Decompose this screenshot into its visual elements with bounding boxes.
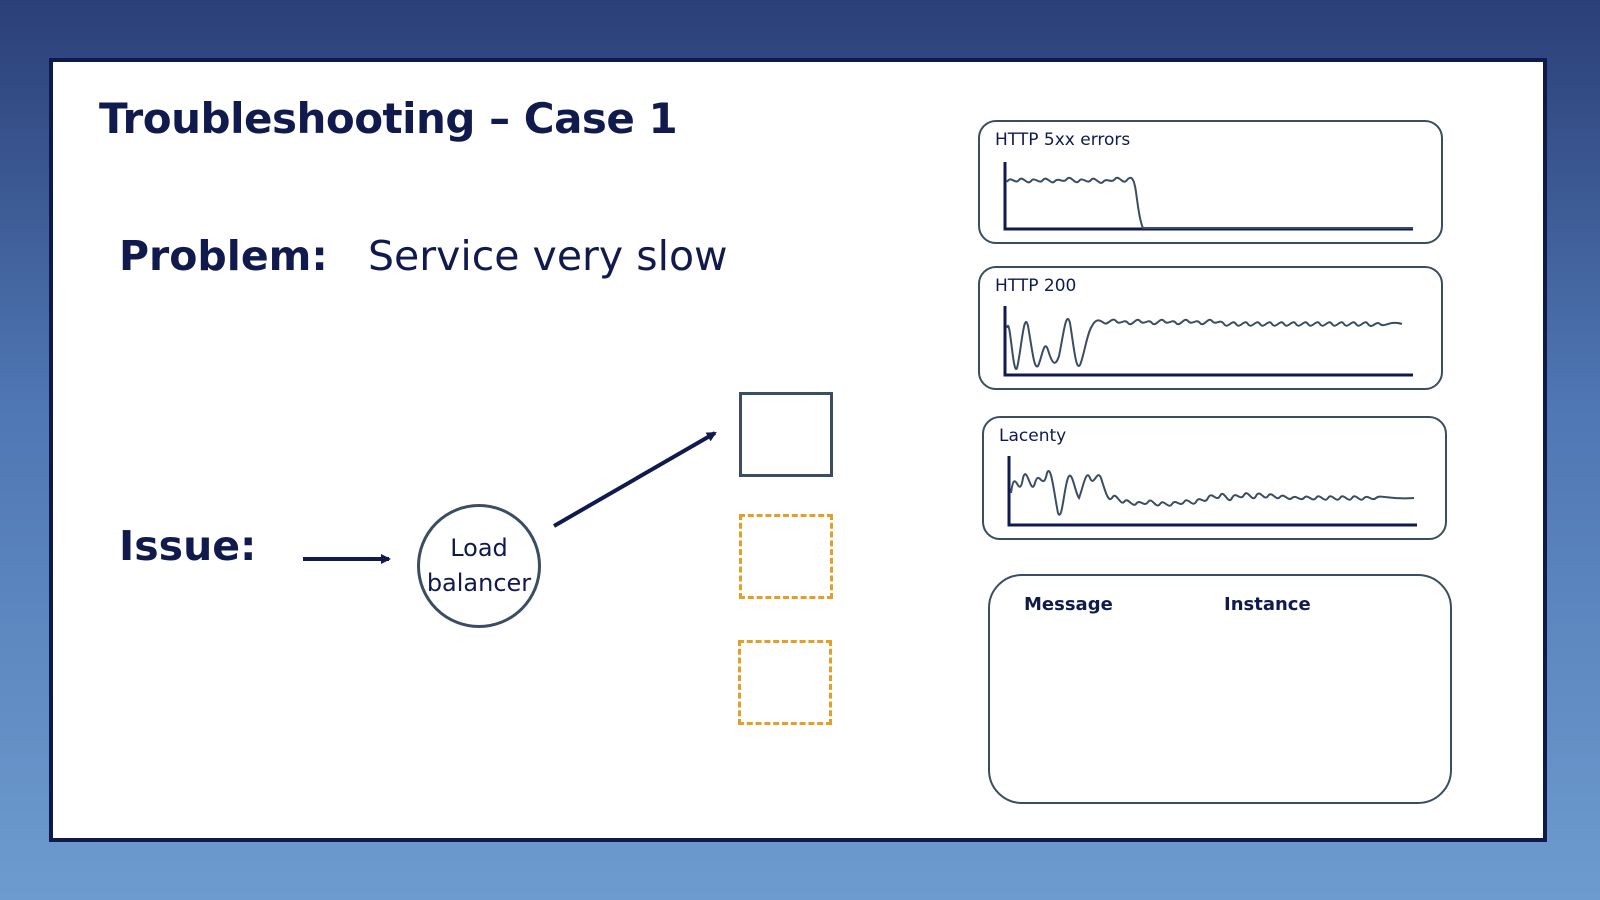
slide: Troubleshooting – Case 1 Problem: Servic… [49,58,1547,842]
instance-unavailable-2 [738,640,832,725]
latency-sparkline [1007,456,1417,527]
issue-label: Issue: [119,522,257,570]
log-column-instance: Instance [1224,594,1311,615]
problem-text: Service very slow [368,232,728,280]
diagram-arrows [303,431,717,564]
http-5xx-errors-sparkline [1003,162,1413,231]
load-balancer: Load balancer [417,504,541,628]
http-5xx-errors-title: HTTP 5xx errors [995,130,1131,150]
ok-axes [1003,306,1413,377]
slide-title: Troubleshooting – Case 1 [99,94,678,143]
latency-panel: Lacenty [982,416,1447,540]
latency-axes [1007,456,1417,527]
http-200-panel: HTTP 200 [978,266,1443,390]
log-panel: Message Instance [988,574,1452,804]
ok-trace [1006,318,1403,370]
load-balancer-label-line2: balancer [426,569,532,597]
errors-trace [1006,176,1413,229]
problem-label: Problem: [119,232,328,280]
balancer-to-instance-arrow [552,431,717,528]
http-200-title: HTTP 200 [995,276,1077,296]
latency-trace [1010,470,1415,516]
load-balancer-label-line1: Load [450,534,508,562]
errors-axes [1003,162,1413,231]
http-200-sparkline [1003,306,1413,377]
latency-title: Lacenty [999,426,1067,446]
instance-unavailable-1 [739,514,833,599]
log-column-message: Message [1024,594,1113,615]
http-5xx-errors-panel: HTTP 5xx errors [978,120,1443,244]
instance-healthy [739,392,833,477]
